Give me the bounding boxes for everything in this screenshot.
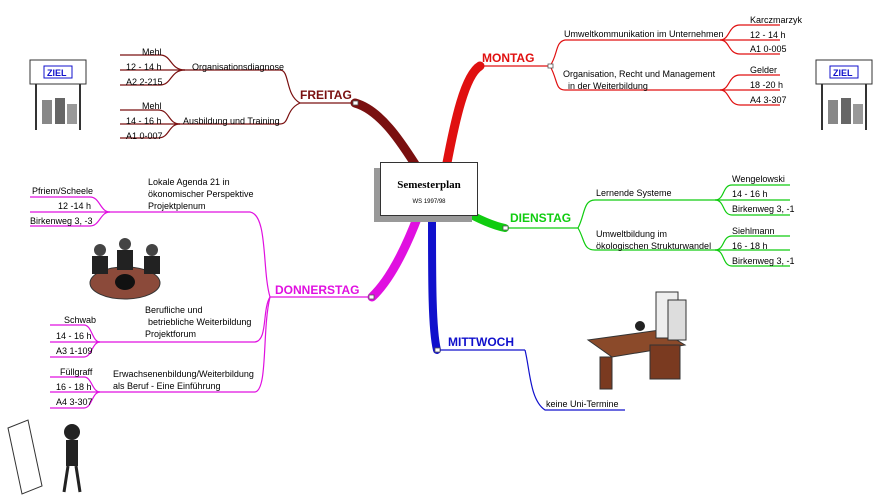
center-title: Semesterplan [397,179,461,191]
freitag-topic-2: Ausbildung und Training [183,116,280,126]
mirror-figure-icon [7,419,82,495]
day-freitag: FREITAG [300,88,352,102]
donnerstag-topic-3-time: 16 - 18 h [56,382,92,392]
montag-topic-2-room: A4 3-307 [750,95,787,105]
desk-paper-stacks-icon [586,291,687,390]
donnerstag-topic-1-line3: Projektplenum [148,201,206,211]
dienstag-topic-2-time: 16 - 18 h [732,241,768,251]
montag-topic-2-person: Gelder [750,65,778,75]
freitag-topic-1: Organisationsdiagnose [192,62,285,72]
montag-topic-2-time: 18 -20 h [750,80,784,90]
donnerstag-topic-1-line2: ökonomischer Perspektive [148,189,254,199]
donnerstag-topic-2-room: A3 1-109 [56,346,93,356]
branch-donnerstag [367,211,423,302]
donnerstag-topic-1-person: Pfriem/Scheele [32,186,94,196]
donnerstag-topic-3-person: Füllgraff [60,367,93,377]
freitag-topic-1-time: 12 - 14 h [126,62,162,72]
dienstag-topic-1-time: 14 - 16 h [732,189,768,199]
montag-topic-2-line1: Organisation, Recht und Management [563,69,716,79]
donnerstag-topic-1-room: Birkenweg 3, -3 [30,216,93,226]
freitag-topic-2-person: Mehl [142,101,162,111]
donnerstag-topic-2-person: Schwab [64,315,97,325]
center-subtitle: WS 1997/98 [412,199,446,205]
freitag-topic-1-room: A2 2-215 [126,77,163,87]
day-donnerstag: DONNERSTAG [275,283,360,297]
montag-topic-1-room: A1 0-005 [750,44,787,54]
dienstag-topic-1-room: Birkenweg 3, -1 [732,204,795,214]
branch-mittwoch [428,214,441,354]
freitag-topic-1-person: Mehl [142,47,162,57]
ziel-label-left: ZIEL [47,68,67,78]
montag-topic-2-line2: in der Weiterbildung [568,81,648,91]
day-montag: MONTAG [482,51,535,65]
dienstag-topic-2-person: Siehlmann [732,226,775,236]
dienstag-topic-1-person: Wengelowski [732,174,785,184]
montag-topic-1-time: 12 - 14 h [750,30,786,40]
dienstag-topic-2-line2: ökologischen Strukturwandel [596,241,712,251]
day-mittwoch: MITTWOCH [448,335,514,349]
freitag-topic-2-time: 14 - 16 h [126,116,162,126]
mittwoch-note: keine Uni-Termine [546,399,619,409]
donnerstag-topic-2-line1: Berufliche und [145,305,203,315]
montag-topic-1-person: Karczmarzyk [750,15,803,25]
donnerstag-topic-2-line3: Projektforum [145,329,197,339]
donnerstag-topic-1-time: 12 -14 h [58,201,92,211]
dienstag-topic-2-room: Birkenweg 3, -1 [732,256,795,266]
day-dienstag: DIENSTAG [510,211,572,225]
dienstag-topic-1: Lernende Systeme [596,188,672,198]
branch-montag [441,61,485,173]
donnerstag-topic-2-time: 14 - 16 h [56,331,92,341]
donnerstag-topic-3-room: A4 3-307 [56,397,93,407]
freitag-topic-2-room: A1 0-007 [126,131,163,141]
ziel-sign-right-icon [815,59,873,130]
meeting-table-icon [89,238,161,300]
center-node: Semesterplan WS 1997/98 [380,162,478,216]
donnerstag-topic-3-line2: als Beruf - Eine Einführung [113,381,221,391]
ziel-sign-left-icon [29,59,87,130]
ziel-label-right: ZIEL [833,68,853,78]
donnerstag-topic-1-line1: Lokale Agenda 21 in [148,177,230,187]
donnerstag-topic-3-line1: Erwachsenenbildung/Weiterbildung [113,369,254,379]
donnerstag-topic-2-line2: betriebliche Weiterbildung [148,317,252,327]
montag-topic-1: Umweltkommunikation im Unternehmen [564,29,724,39]
dienstag-topic-2-line1: Umweltbildung im [596,229,668,239]
